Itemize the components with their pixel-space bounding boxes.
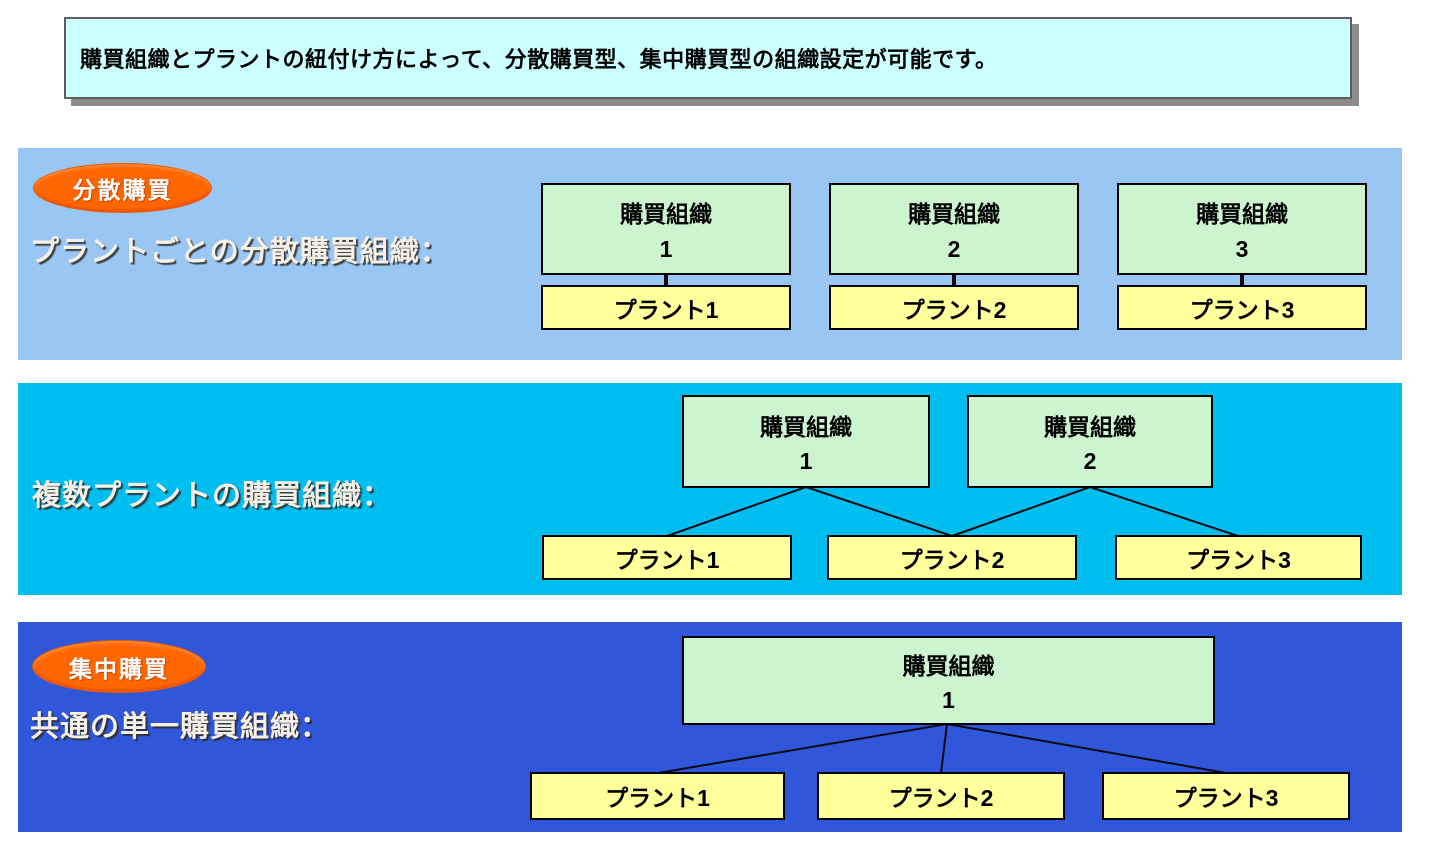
- plant-box: プラント2: [817, 772, 1065, 820]
- org-box-label: 購買組織: [1196, 201, 1288, 228]
- badge-label: 分散購買: [72, 177, 173, 203]
- plant-box: プラント2: [827, 535, 1077, 580]
- plant-box: プラント3: [1102, 772, 1350, 820]
- org-box-label: 購買組織: [1044, 413, 1136, 440]
- org-box: 購買組織 2: [967, 395, 1213, 488]
- org-box-number: 1: [942, 686, 955, 713]
- org-box: 購買組織 1: [541, 183, 791, 275]
- org-box-number: 3: [1235, 235, 1249, 262]
- org-box-number: 2: [1083, 448, 1097, 475]
- section-distributed-title: プラントごとの分散購買組織：: [30, 236, 450, 268]
- plant-box: プラント1: [542, 535, 792, 580]
- org-box-label: 購買組織: [908, 201, 1000, 228]
- org-box: 購買組織 1: [682, 395, 930, 488]
- plant-box: プラント1: [541, 285, 791, 330]
- section-multi-plant-title: 複数プラントの購買組織：: [32, 480, 393, 512]
- header-note: 購買組織とプラントの紐付け方によって、分散購買型、集中購買型の組織設定が可能です…: [64, 17, 1352, 99]
- badge-label: 集中購買: [69, 655, 169, 682]
- org-box-label: 購買組織: [760, 413, 852, 440]
- org-box: 購買組織 1: [682, 636, 1215, 725]
- header-note-text: 購買組織とプラントの紐付け方によって、分散購買型、集中購買型の組織設定が可能です…: [80, 47, 998, 72]
- plant-box: プラント3: [1115, 535, 1362, 580]
- org-box: 購買組織 2: [829, 183, 1079, 275]
- org-box-number: 2: [947, 235, 961, 262]
- plant-box: プラント3: [1117, 285, 1367, 330]
- org-box-number: 1: [659, 235, 673, 262]
- org-box: 購買組織 3: [1117, 183, 1367, 275]
- plant-box: プラント1: [530, 772, 785, 820]
- distributed-purchasing-badge: 分散購買: [33, 163, 212, 213]
- org-box-number: 1: [799, 448, 813, 475]
- org-box-label: 購買組織: [902, 653, 995, 680]
- centralized-purchasing-badge: 集中購買: [32, 640, 206, 693]
- plant-box: プラント2: [829, 285, 1079, 330]
- org-box-label: 購買組織: [620, 201, 712, 228]
- section-centralized-title: 共通の単一購買組織：: [30, 711, 331, 743]
